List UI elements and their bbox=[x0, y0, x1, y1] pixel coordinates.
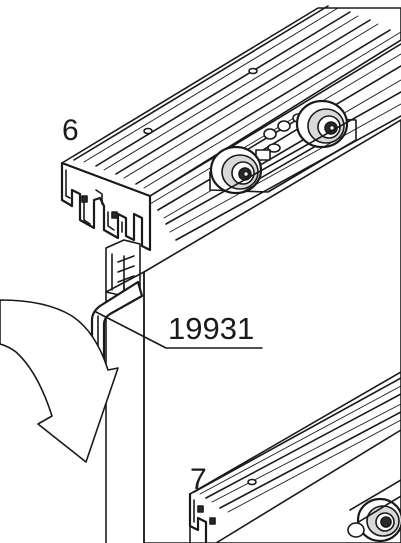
rotate-direction-arrow bbox=[0, 299, 119, 463]
part-number-label: 19931 bbox=[168, 311, 254, 346]
rail-screw-hole bbox=[248, 67, 258, 75]
roller-wheel-left bbox=[209, 145, 263, 195]
lower-track-assembly bbox=[188, 371, 401, 543]
roller-wheel-right bbox=[295, 99, 349, 149]
rail-screw-hole bbox=[143, 127, 153, 135]
step-number-6: 6 bbox=[62, 114, 79, 147]
upper-track-assembly bbox=[60, 5, 401, 297]
lower-roller-wheel bbox=[356, 497, 401, 543]
part-leader-line bbox=[95, 311, 263, 349]
step-number-7: 7 bbox=[190, 463, 207, 496]
roller-carriage bbox=[209, 99, 357, 195]
